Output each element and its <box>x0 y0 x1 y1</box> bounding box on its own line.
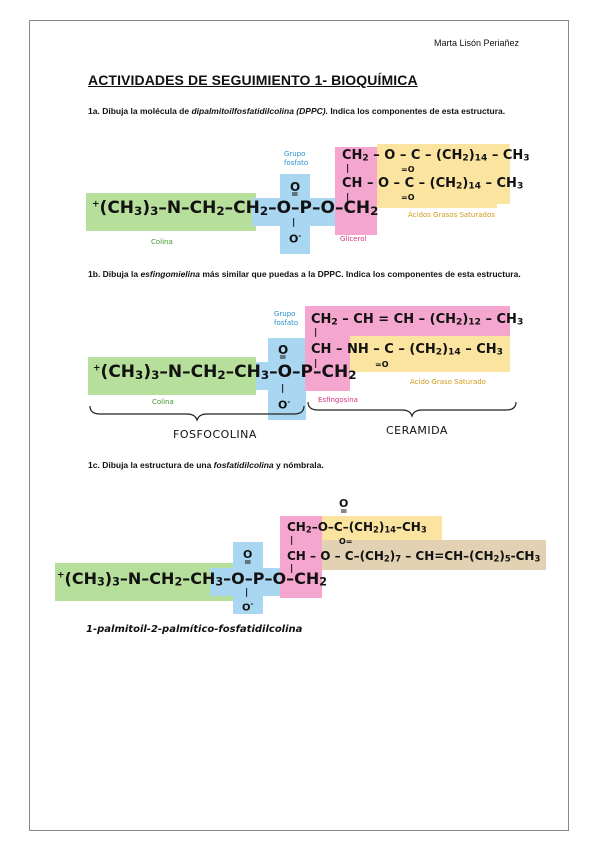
q1c-text-end: y nómbrala. <box>273 460 324 470</box>
highlight-esfingosina-1b <box>305 306 510 336</box>
q1b-text-end: más similar que puedas a la DPPC. Indica… <box>199 269 521 279</box>
phosphate-o-top-1a: O <box>290 180 301 194</box>
label-grupo-fosfato-1b: Grupo fosfato <box>274 310 299 327</box>
carbonyl-1a-top: =O <box>401 165 415 174</box>
formula-1a-ch: CH – O – C – (CH2)14 – CH3 <box>342 176 524 192</box>
bond-1a-v2: | <box>346 193 350 203</box>
highlight-fosfato-v-1b <box>268 338 306 420</box>
page-title: ACTIVIDADES DE SEGUIMIENTO 1- BIOQUÍMICA <box>88 72 418 88</box>
phosphate-double-bond-1b: = <box>279 353 287 363</box>
carbonyl-1a-bottom: =O <box>401 193 415 202</box>
formula-1b-mid: CH – NH – C – (CH2)14 – CH3 <box>311 342 503 358</box>
phosphate-o-top-1c: O <box>243 548 253 561</box>
highlight-colina-1b <box>88 357 256 395</box>
formula-1b-top: CH2 – CH = CH – (CH2)12 – CH3 <box>311 312 524 328</box>
label-ceramida: CERAMIDA <box>386 424 448 437</box>
phosphate-bond-down-1b: | <box>281 384 285 394</box>
highlight-acido-1b <box>350 336 510 372</box>
phosphate-bond-down-1a: | <box>292 218 296 228</box>
q1a-text-end: Indica los componentes de esta estructur… <box>327 106 506 116</box>
phosphate-o-top-1b: O <box>278 343 289 357</box>
formula-1a-ch2-top: CH2 – O – C – (CH2)14 – CH3 <box>342 148 530 164</box>
label-colina-1a: Colina <box>151 238 173 246</box>
label-colina-1b: Colina <box>152 398 174 406</box>
carbonyl-o-1c: O <box>339 497 349 510</box>
highlight-glicerol-1c <box>280 516 322 598</box>
highlight-acido2-1c <box>322 540 546 570</box>
bond-1b-v1: | <box>314 328 318 338</box>
page-border <box>29 20 569 831</box>
phosphate-o-bottom-1b: O- <box>278 398 291 412</box>
label-grupo-fosfato-1a: Grupo fosfato <box>284 150 309 167</box>
q1c-emphasis: fosfatidilcolina <box>213 460 274 470</box>
phosphate-double-bond-1c: = <box>244 558 252 568</box>
label-esfingosina-1b: Esfingosina <box>318 396 358 404</box>
highlight-glicerol <box>335 147 377 235</box>
author-name: Marta Lisón Periañez <box>433 38 519 48</box>
highlight-colina <box>86 193 256 231</box>
highlight-acidos-ext <box>377 204 497 208</box>
formula-1c-mid: CH – O – C–(CH2)7 – CH=CH–(CH2)5-CH3 <box>287 549 541 564</box>
label-glicerol-1a: Glicerol <box>340 235 367 243</box>
highlight-esfingosina-v-1b <box>305 336 350 391</box>
q1b-text: Dibuja la <box>100 269 141 279</box>
highlight-acido1-1c <box>322 516 442 540</box>
q1a-text: Dibuja la molécula de <box>99 106 192 116</box>
phosphate-double-bond-1a: = <box>291 190 299 200</box>
formula-1c-top: CH2–O–C–(CH2)14–CH3 <box>287 520 427 535</box>
highlight-fosfato-v-1c <box>233 542 263 614</box>
formula-1b-main: +(CH3)3–N–CH2–CH3–O–P–CH2 <box>93 362 357 382</box>
phosphate-o-bottom-1a: O- <box>289 232 302 246</box>
bond-1c-v1: | <box>290 536 294 546</box>
highlight-fosfato-v <box>280 174 310 254</box>
brace-ceramida <box>307 401 517 418</box>
label-acidos-grasos-1a: Ácidos Grasos Saturados <box>408 211 495 219</box>
formula-1a-main: +(CH3)3–N–CH2–CH2–O–P–O–CH2 <box>92 198 379 218</box>
highlight-acidos <box>377 144 510 204</box>
carbonyl-1b: =O <box>375 360 389 369</box>
carbonyl-1c-mid: O= <box>339 537 353 546</box>
q1a-number: 1a. <box>88 106 100 116</box>
q1a-emphasis: dipalmitoilfosfatidilcolina (DPPC). <box>191 106 328 116</box>
question-1b: 1b. Dibuja la esfingomielina más similar… <box>88 268 528 280</box>
q1b-emphasis: esfingomielina <box>140 269 200 279</box>
brace-fosfocolina <box>89 405 305 422</box>
bond-1a-v1: | <box>346 164 350 174</box>
q1b-number: 1b. <box>88 269 101 279</box>
phosphate-bond-down-1c: | <box>245 588 249 598</box>
label-acido-graso-1b: Ácido Graso Saturado <box>410 378 486 386</box>
bond-1b-v2: | <box>314 359 318 369</box>
q1c-text: Dibuja la estructura de una <box>99 460 214 470</box>
question-1a: 1a. Dibuja la molécula de dipalmitoilfos… <box>88 105 528 117</box>
bond-1c-v2: | <box>290 564 294 574</box>
structure-1c-name: 1-palmitoil-2-palmítico-fosfatidilcolina <box>86 624 303 635</box>
label-fosfocolina: FOSFOCOLINA <box>173 428 257 441</box>
q1c-number: 1c. <box>88 460 100 470</box>
phosphate-o-bottom-1c: O- <box>242 600 254 614</box>
carbonyl-bond-1c: = <box>340 507 348 517</box>
question-1c: 1c. Dibuja la estructura de una fosfatid… <box>88 459 528 471</box>
formula-1c-main: +(CH3)3–N–CH2–CH3–O–P–O–CH2 <box>57 569 328 589</box>
